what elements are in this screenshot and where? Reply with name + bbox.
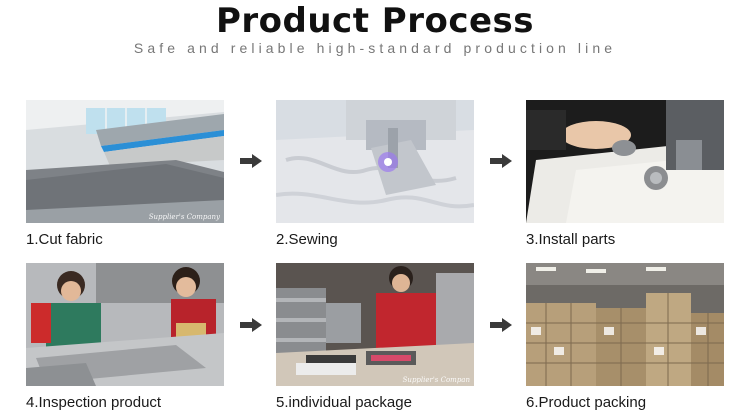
step-caption: 3.Install parts	[526, 231, 616, 248]
right-arrow-icon	[490, 154, 512, 168]
sewing-photo	[276, 100, 474, 223]
right-arrow-icon	[240, 154, 262, 168]
photo-watermark: Supplier's Company	[148, 213, 220, 221]
individual-package-photo: Supplier's Compan	[276, 263, 474, 386]
page-title: Product Process	[215, 1, 535, 41]
process-step-product-packing: 6.Product packing	[526, 263, 724, 412]
process-step-install-parts: 3.Install parts	[526, 100, 724, 249]
process-step-inspection-product: 4.Inspection product	[26, 263, 224, 412]
step-caption: 4.Inspection product	[26, 394, 162, 411]
step-caption: 5.individual package	[276, 394, 412, 411]
right-arrow-icon	[240, 318, 262, 332]
process-step-individual-package: Supplier's Compan 5.individual package	[276, 263, 474, 412]
process-step-cut-fabric: Supplier's Company 1.Cut fabric	[26, 100, 224, 249]
inspection-photo	[26, 263, 224, 386]
process-step-sewing: 2.Sewing	[276, 100, 474, 249]
step-caption: 2.Sewing	[276, 231, 338, 248]
step-caption: 1.Cut fabric	[26, 231, 103, 248]
cut-fabric-photo: Supplier's Company	[26, 100, 224, 223]
product-packing-photo	[526, 263, 724, 386]
step-caption: 6.Product packing	[526, 394, 647, 411]
page-subtitle: Safe and reliable high-standard producti…	[133, 40, 617, 56]
photo-watermark: Supplier's Compan	[402, 376, 470, 384]
right-arrow-icon	[490, 318, 512, 332]
install-parts-photo	[526, 100, 724, 223]
